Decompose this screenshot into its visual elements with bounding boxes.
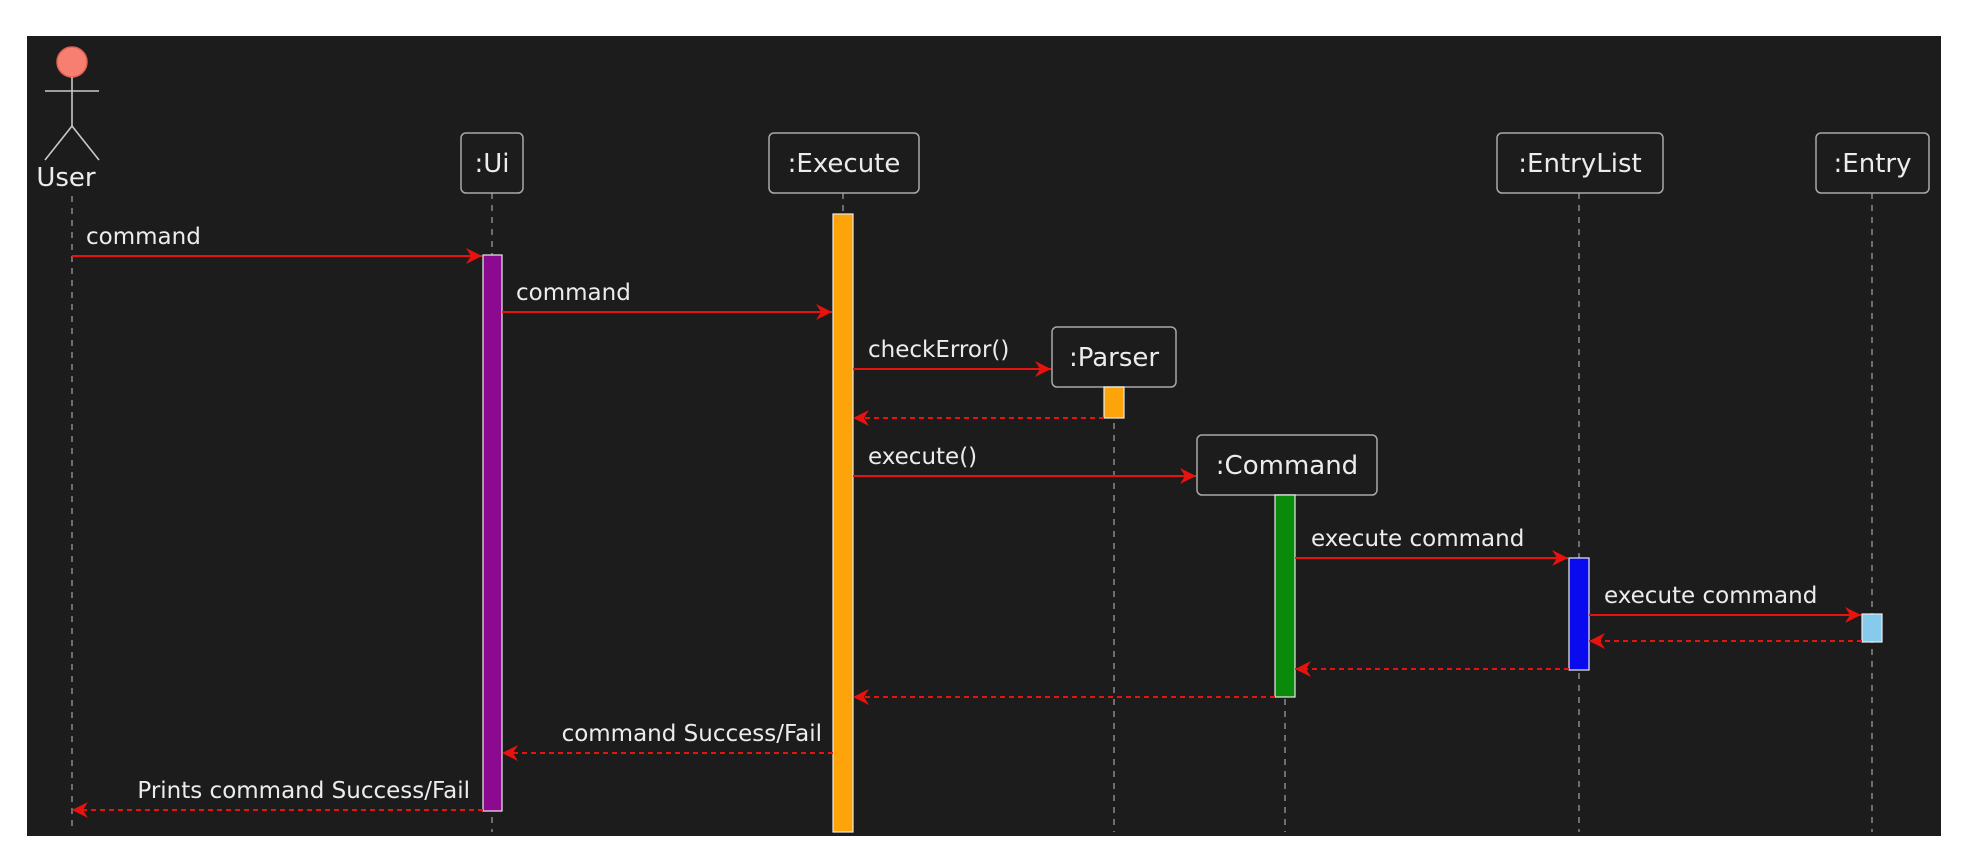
message-label: checkError() [868,337,1009,363]
participant-label: :Execute [788,149,901,179]
participant-label: :Entry [1834,149,1912,179]
participant-box [768,132,920,194]
activation-bar-parser [1103,386,1125,419]
participant-label: :Ui [474,149,509,179]
activation-bar-entry [1861,613,1883,643]
actor-head [56,46,88,78]
messages: command command checkError() execute() execu… [72,224,1862,818]
message-label: command [86,224,201,250]
message-label: execute command [1604,583,1817,609]
message-1: command [72,224,482,264]
message-label: command [516,280,631,306]
message-label: Prints command Success/Fail [137,778,470,804]
message-2: command [502,280,832,320]
message-5: execute() [853,444,1196,484]
activation-bar-execute [832,213,854,833]
message-label: command Success/Fail [562,721,822,747]
participant-label: :Parser [1069,343,1159,373]
participant-execute: :Execute [768,132,920,194]
participant-entry: :Entry [1815,132,1930,194]
participant-label: :EntryList [1518,149,1641,179]
message-3: checkError() [853,337,1051,377]
message-12: Prints command Success/Fail [72,778,483,818]
message-11: command Success/Fail [502,721,833,761]
actor-user: User [36,46,100,193]
participant-boxes: :Ui :Execute :Parser :Command :EntryList :Ent… [460,132,1930,496]
activation-bars [482,213,1883,833]
actor-leg-right [71,125,100,161]
participant-entrylist: :EntryList [1496,132,1664,194]
participant-box [1815,132,1930,194]
participant-parser: :Parser [1051,326,1177,388]
participant-label: :Command [1216,451,1358,481]
activation-bar-command [1274,494,1296,698]
message-label: execute() [868,444,977,470]
activation-bar-entrylist [1568,557,1590,671]
message-label: execute command [1311,526,1524,552]
participant-ui: :Ui [460,132,524,194]
actor-label: User [36,163,96,193]
message-7: execute command [1589,583,1861,623]
message-6: execute command [1295,526,1568,566]
activation-bar-ui [482,254,503,812]
participant-command: :Command [1196,434,1378,496]
actor-leg-left [44,125,73,161]
participant-box [460,132,524,194]
participant-box [1496,132,1664,194]
